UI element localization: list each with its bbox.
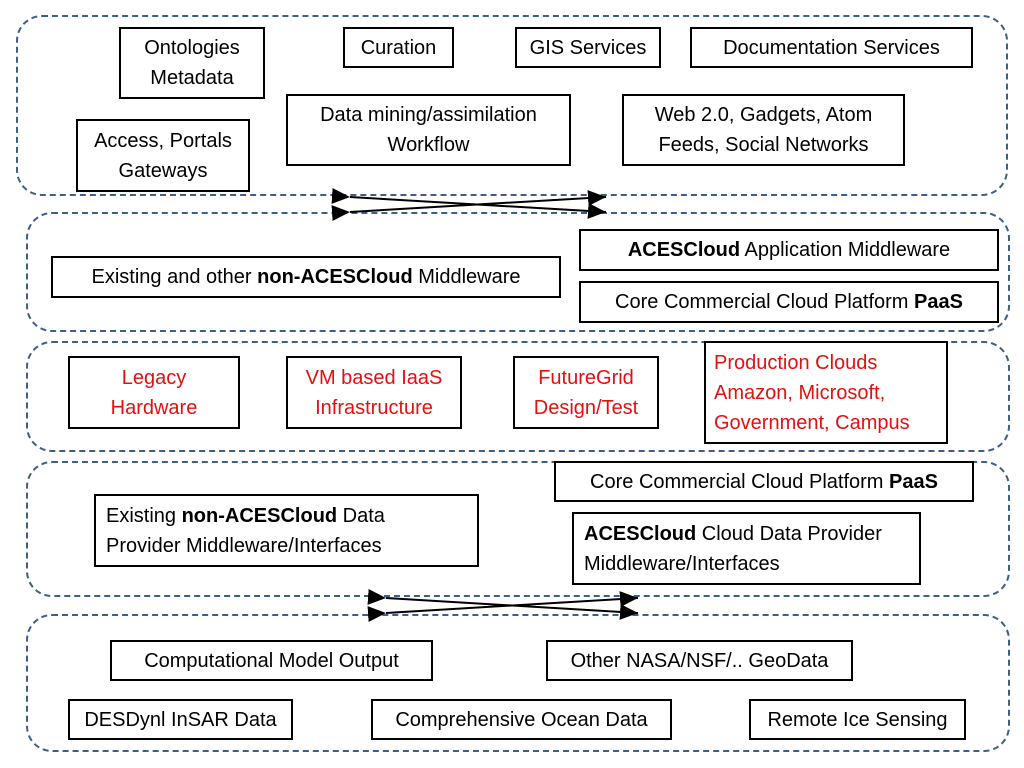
gis-services-box: GIS Services <box>515 27 661 68</box>
acescloud-application-middleware-box: ACESCloud Application Middleware <box>579 229 999 271</box>
layer-infrastructure <box>26 341 1010 452</box>
remote-ice-sensing-box: Remote Ice Sensing <box>749 699 966 740</box>
top-cross-arrow <box>331 187 607 222</box>
core-commercial-paas-box-2: Core Commercial Cloud Platform PaaS <box>554 461 974 502</box>
existing-middleware-box: Existing and other non-ACESCloud Middlew… <box>51 256 561 298</box>
computational-model-output-box: Computational Model Output <box>110 640 433 681</box>
core-commercial-paas-box: Core Commercial Cloud Platform PaaS <box>579 281 999 323</box>
desdynl-insar-box: DESDynl InSAR Data <box>68 699 293 740</box>
curation-box: Curation <box>343 27 454 68</box>
bottom-cross-arrow <box>367 588 639 623</box>
comprehensive-ocean-data-box: Comprehensive Ocean Data <box>371 699 672 740</box>
documentation-services-box: Documentation Services <box>690 27 973 68</box>
other-nasa-nsf-geodata-box: Other NASA/NSF/.. GeoData <box>546 640 853 681</box>
